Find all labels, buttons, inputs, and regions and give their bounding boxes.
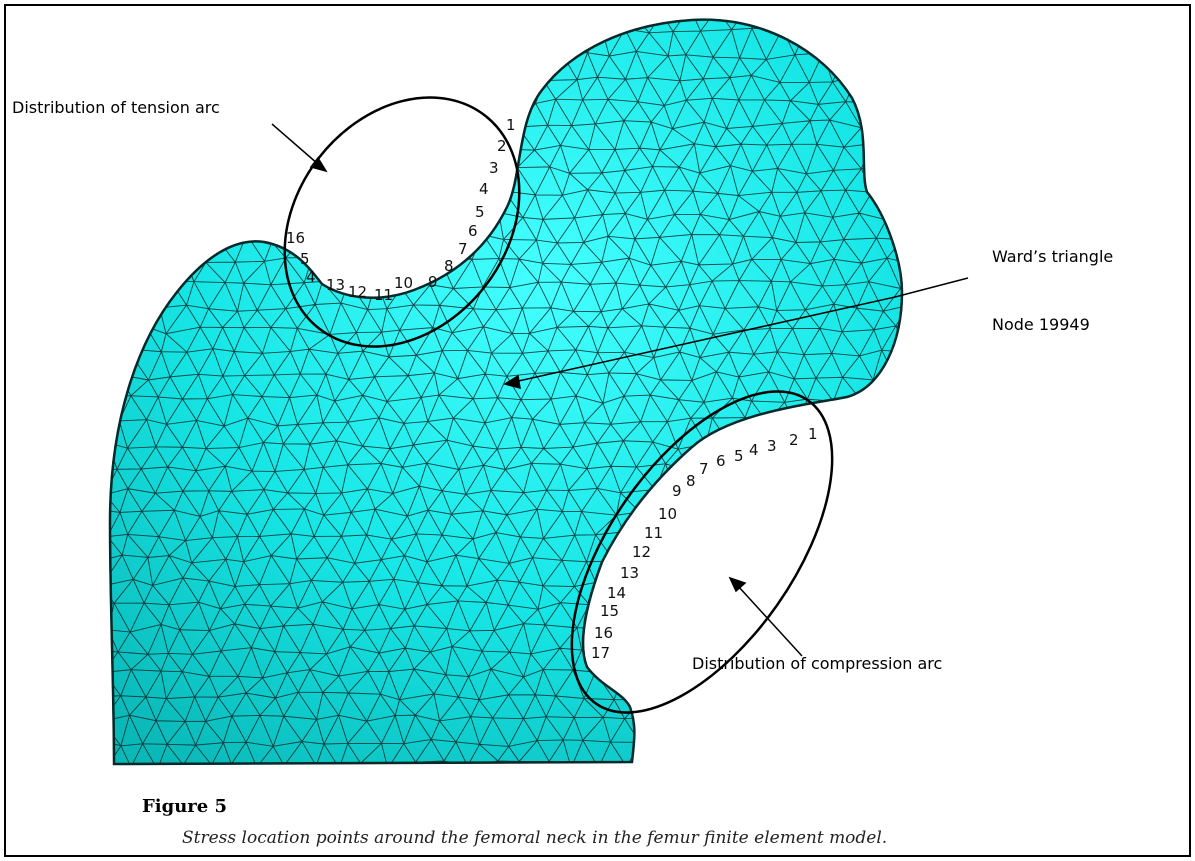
arrowhead-icon [730, 578, 745, 591]
figure-frame: Distribution of tension arc Distribution… [4, 4, 1191, 857]
compression-point-label: 7 [699, 460, 709, 478]
tension-point-label: 7 [458, 240, 468, 258]
compression-point-label: 13 [620, 564, 639, 582]
tension-point-label: 1 [506, 116, 516, 134]
compression-point-label: 11 [644, 524, 663, 542]
compression-point-label: 12 [632, 543, 651, 561]
tension-point-label: 8 [444, 257, 454, 275]
node-label: Node 19949 [992, 315, 1090, 334]
compression-point-label: 8 [686, 472, 696, 490]
compression-arc-arrow [738, 586, 802, 656]
compression-point-label: 6 [716, 452, 726, 470]
tension-point-label: 2 [497, 137, 507, 155]
wards-triangle-leader [895, 278, 968, 297]
compression-point-label: 9 [672, 482, 682, 500]
tension-point-label: 4 [306, 268, 316, 286]
figure-title: Figure 5 [142, 796, 227, 817]
tension-point-label: 6 [468, 222, 478, 240]
tension-point-label: 5 [475, 203, 485, 221]
tension-point-label: 10 [394, 274, 413, 292]
tension-point-label: 3 [489, 159, 499, 177]
compression-point-label: 5 [734, 447, 744, 465]
femur-fe-model: Distribution of tension arc Distribution… [6, 6, 1191, 857]
tension-point-label: 11 [374, 286, 393, 304]
compression-point-label: 10 [658, 505, 677, 523]
figure-caption: Stress location points around the femora… [182, 828, 887, 848]
tension-arc-label: Distribution of tension arc [12, 98, 220, 117]
compression-point-label: 2 [789, 431, 799, 449]
tension-point-label: 4 [479, 180, 489, 198]
tension-point-label: 12 [348, 283, 367, 301]
compression-point-label: 14 [607, 584, 626, 602]
wards-triangle-label: Ward’s triangle [992, 247, 1113, 266]
tension-point-label: 13 [326, 276, 345, 294]
compression-point-label: 1 [808, 425, 818, 443]
compression-arc-label: Distribution of compression arc [692, 654, 942, 673]
compression-point-label: 3 [767, 437, 777, 455]
tension-point-label: 16 [286, 229, 305, 247]
compression-point-label: 17 [591, 644, 610, 662]
tension-arc-arrow [272, 124, 318, 164]
compression-point-label: 16 [594, 624, 613, 642]
tension-point-label: 5 [300, 250, 310, 268]
tension-point-label: 9 [428, 273, 438, 291]
compression-point-label: 4 [749, 441, 759, 459]
compression-point-label: 15 [600, 602, 619, 620]
